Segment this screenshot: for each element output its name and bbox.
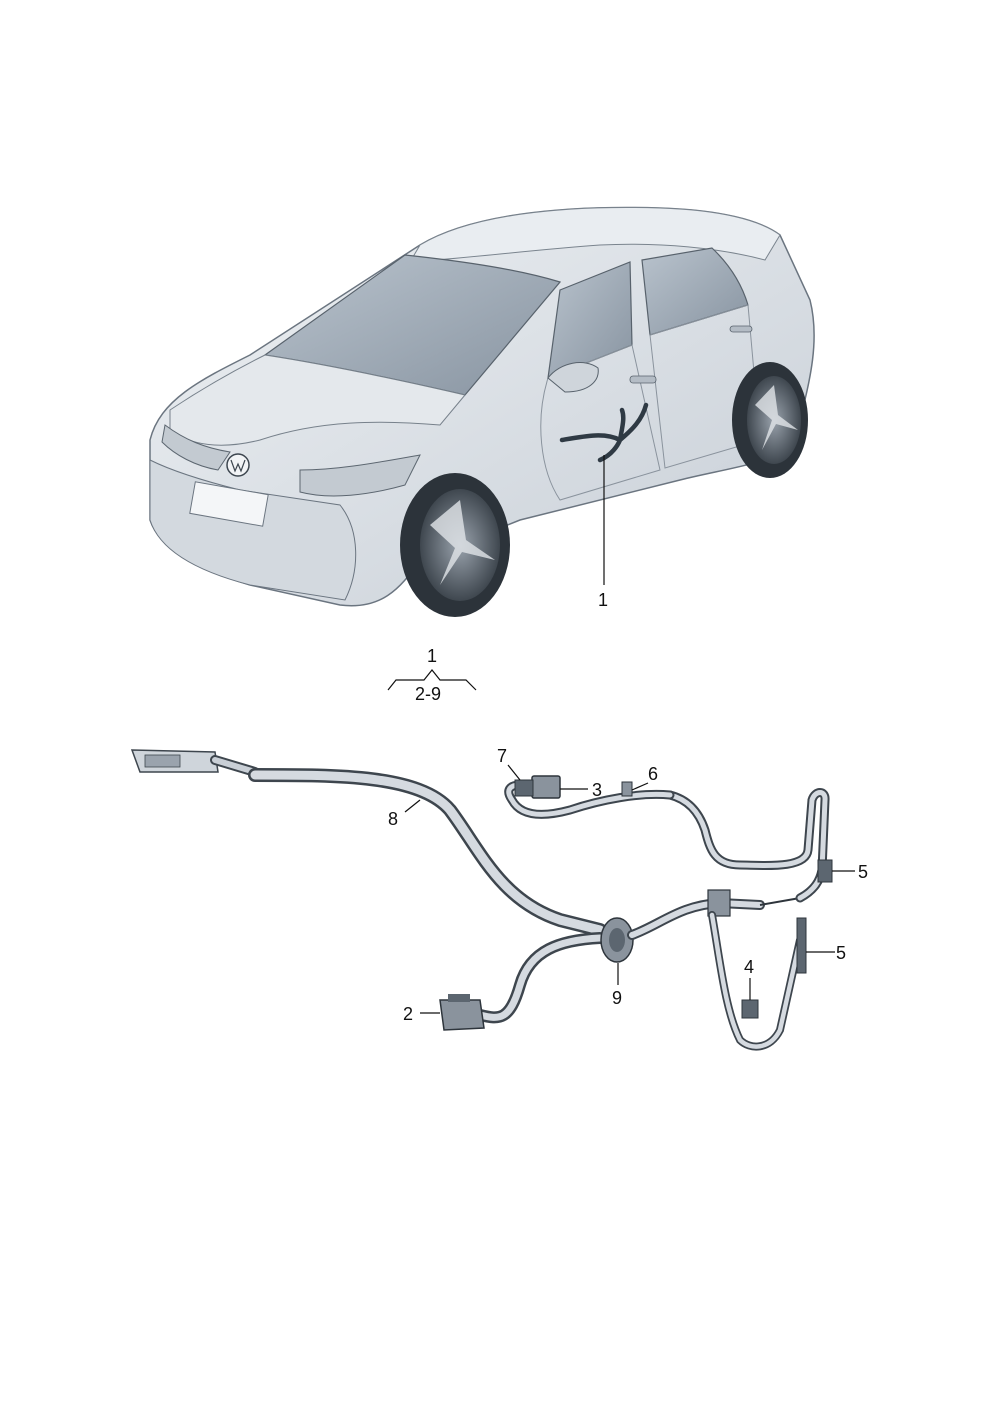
inline-connector: [707, 889, 731, 917]
callout-car-part: 1: [598, 590, 608, 610]
group-bracket: [387, 669, 477, 691]
connector-2: [439, 999, 485, 1031]
harness-branch-2: [474, 932, 606, 1024]
left-headlight: [161, 424, 231, 471]
callout-2: 2: [403, 1004, 413, 1024]
connector-5-upper: [817, 859, 833, 883]
callout-3: 3: [592, 780, 602, 800]
clip-6: [621, 781, 633, 797]
right-headlight: [299, 454, 421, 497]
car-front-door: [540, 344, 661, 501]
license-plate: [189, 481, 269, 527]
callout-group-range: 2-9: [415, 684, 441, 704]
callout-5-lower: 5: [836, 943, 846, 963]
rear-door-handle: [729, 325, 753, 333]
car-hood: [169, 354, 466, 446]
callout-5-upper: 5: [858, 862, 868, 882]
callout-9: 9: [612, 988, 622, 1008]
rear-wheel: [732, 362, 808, 478]
front-door-handle: [629, 375, 657, 384]
callout-group-top: 1: [427, 646, 437, 666]
callout-7: 7: [497, 746, 507, 766]
car-roof: [409, 206, 781, 263]
connector-3: [531, 775, 561, 799]
connector-4: [741, 999, 759, 1019]
sensor-strip-5-lower: [796, 917, 807, 974]
connector-7: [514, 779, 534, 797]
side-mirror: [547, 362, 599, 393]
callout-8: 8: [388, 809, 398, 829]
callout-4: 4: [744, 957, 754, 977]
vehicle-illustration: [149, 206, 815, 617]
callout-6: 6: [648, 764, 658, 784]
wiring-harness: [130, 749, 833, 1051]
front-wheel: [400, 473, 510, 617]
door-harness-highlight: [559, 402, 649, 463]
